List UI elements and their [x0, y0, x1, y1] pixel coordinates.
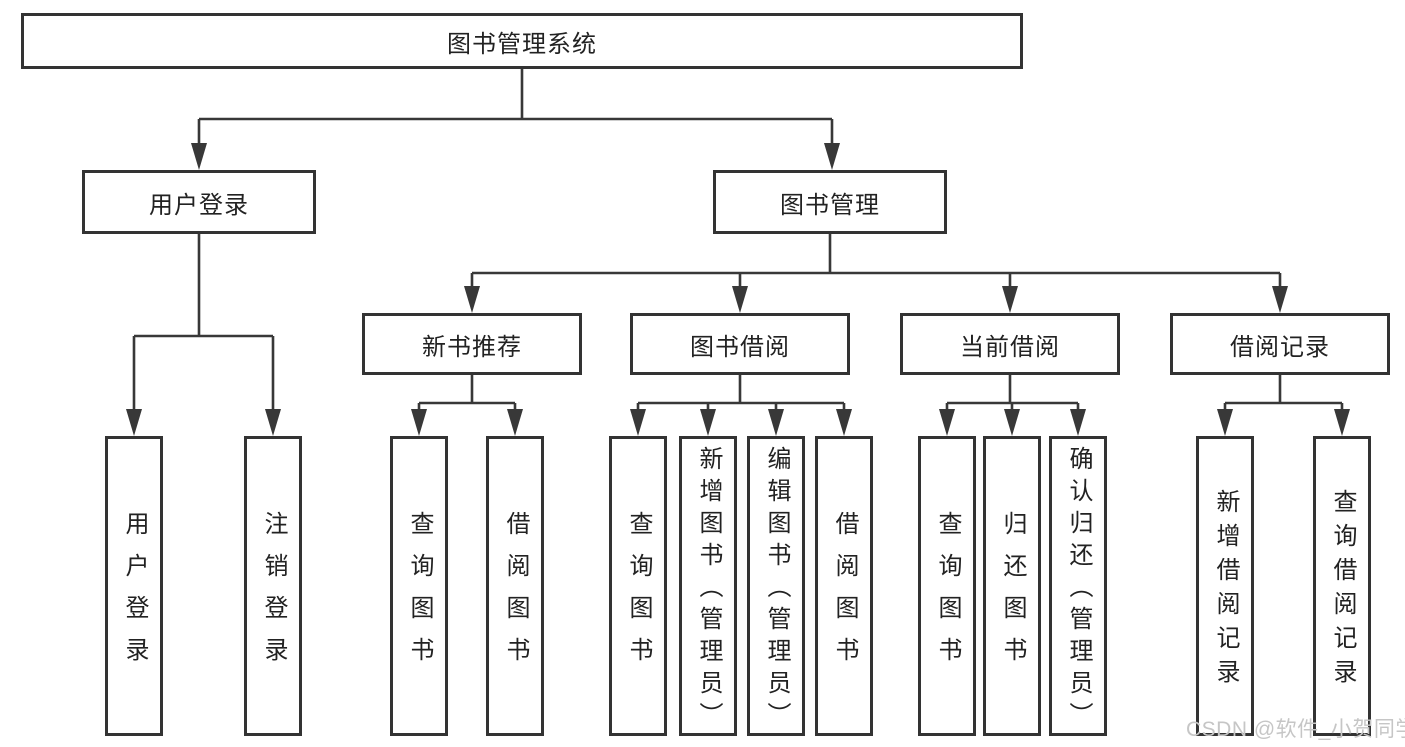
leaf-label: 借阅图书 — [502, 511, 529, 679]
node-book-management: 图书管理 — [713, 170, 947, 234]
node-book-borrowing: 图书借阅 — [630, 313, 850, 375]
node-leaf-current-confirm-return: 确认归还（管理员） — [1049, 436, 1107, 736]
node-leaf-recommend-query-books: 查询图书 — [390, 436, 448, 736]
node-leaf-borrow-query-books: 查询图书 — [609, 436, 667, 736]
leaf-label: 查询借阅记录 — [1329, 489, 1356, 693]
node-leaf-current-query-books: 查询图书 — [918, 436, 976, 736]
node-leaf-records-add-record: 新增借阅记录 — [1196, 436, 1254, 736]
leaf-label: 查询图书 — [934, 511, 961, 679]
node-leaf-recommend-borrow-books: 借阅图书 — [486, 436, 544, 736]
leaf-label: 确认归还（管理员） — [1065, 446, 1092, 734]
node-current-borrowing: 当前借阅 — [900, 313, 1120, 375]
csdn-watermark: CSDN @软件_小贺同学 — [1186, 718, 1405, 741]
node-user-login: 用户登录 — [82, 170, 316, 234]
node-borrowing-records: 借阅记录 — [1170, 313, 1390, 375]
leaf-label: 查询图书 — [625, 511, 652, 679]
leaf-label: 用户登录 — [121, 511, 148, 679]
leaf-label: 新增借阅记录 — [1212, 489, 1239, 693]
leaf-label: 编辑图书（管理员） — [763, 446, 790, 734]
node-root-system: 图书管理系统 — [21, 13, 1023, 69]
leaf-label: 归还图书 — [999, 511, 1026, 679]
leaf-label: 借阅图书 — [831, 511, 858, 679]
node-leaf-logout-user: 注销登录 — [244, 436, 302, 736]
node-leaf-current-return-books: 归还图书 — [983, 436, 1041, 736]
leaf-label: 注销登录 — [260, 511, 287, 679]
node-leaf-login-user: 用户登录 — [105, 436, 163, 736]
leaf-label: 查询图书 — [406, 511, 433, 679]
leaf-label: 新增图书（管理员） — [695, 446, 722, 734]
node-leaf-records-query-record: 查询借阅记录 — [1313, 436, 1371, 736]
node-leaf-borrow-edit-books: 编辑图书（管理员） — [747, 436, 805, 736]
node-leaf-borrow-add-books: 新增图书（管理员） — [679, 436, 737, 736]
node-leaf-borrow-borrow-books: 借阅图书 — [815, 436, 873, 736]
node-new-book-recommend: 新书推荐 — [362, 313, 582, 375]
